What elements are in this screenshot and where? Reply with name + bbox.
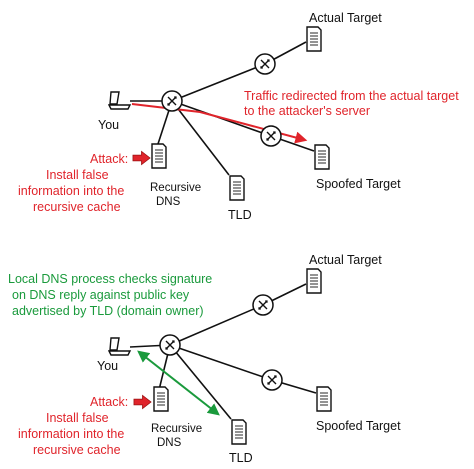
- actual-target-server-icon: [306, 268, 322, 294]
- computer-icon: [108, 91, 131, 110]
- recursive-dns-label-line-2: DNS: [157, 437, 182, 449]
- attack-desc-line-2: information into the: [18, 184, 124, 198]
- signature-check-arrow: [137, 350, 220, 416]
- you-label: You: [98, 118, 119, 132]
- router-icon: [161, 90, 183, 112]
- spoofed-target-label: Spoofed Target: [316, 419, 401, 433]
- actual-target-label: Actual Target: [309, 253, 382, 267]
- router-icon: [254, 53, 276, 75]
- recursive-dns-label-line-2: DNS: [156, 196, 181, 208]
- dnssec-note-line-2: on DNS reply against public key: [12, 288, 190, 302]
- top-panel: Actual Target Traffic redirected from th…: [18, 11, 459, 222]
- tld-label: TLD: [229, 451, 253, 465]
- recursive-dns-server-icon: [153, 386, 169, 412]
- recursive-dns-label-line-1: Recursive: [150, 182, 201, 194]
- link-router-tld: [171, 100, 230, 176]
- tld-label: TLD: [228, 208, 252, 222]
- tld-server-icon: [229, 175, 245, 201]
- traffic-note-line-2: to the attacker's server: [244, 104, 370, 118]
- actual-target-label: Actual Target: [309, 11, 382, 25]
- spoofed-target-server-icon: [314, 144, 330, 170]
- link-router-actual: [171, 63, 266, 102]
- actual-target-server-icon: [306, 26, 322, 52]
- attack-arrow-icon: [132, 150, 151, 166]
- bottom-panel: Local DNS process checks signature on DN…: [8, 253, 401, 465]
- router-icon: [261, 369, 283, 391]
- attack-label: Attack:: [90, 395, 128, 409]
- attack-desc-line-1: Install false: [46, 411, 109, 425]
- recursive-dns-server-icon: [151, 143, 167, 169]
- dnssec-note-line-3: advertised by TLD (domain owner): [12, 304, 204, 318]
- recursive-dns-label-line-1: Recursive: [151, 423, 202, 435]
- attack-desc-line-3: recursive cache: [33, 200, 121, 214]
- attack-desc-line-1: Install false: [46, 168, 109, 182]
- spoofed-target-label: Spoofed Target: [316, 177, 401, 191]
- attack-label: Attack:: [90, 152, 128, 166]
- dnssec-note-line-1: Local DNS process checks signature: [8, 272, 212, 286]
- router-icon: [252, 294, 274, 316]
- router-icon: [159, 334, 181, 356]
- spoofed-target-server-icon: [316, 386, 332, 412]
- attack-desc-line-2: information into the: [18, 427, 124, 441]
- traffic-note-line-1: Traffic redirected from the actual targe…: [244, 89, 459, 103]
- computer-icon: [108, 337, 131, 356]
- tld-server-icon: [231, 419, 247, 445]
- router-icon: [260, 125, 282, 147]
- you-label: You: [97, 359, 118, 373]
- attack-arrow-icon: [133, 394, 152, 410]
- link-router-actual: [169, 304, 264, 346]
- attack-desc-line-3: recursive cache: [33, 443, 121, 457]
